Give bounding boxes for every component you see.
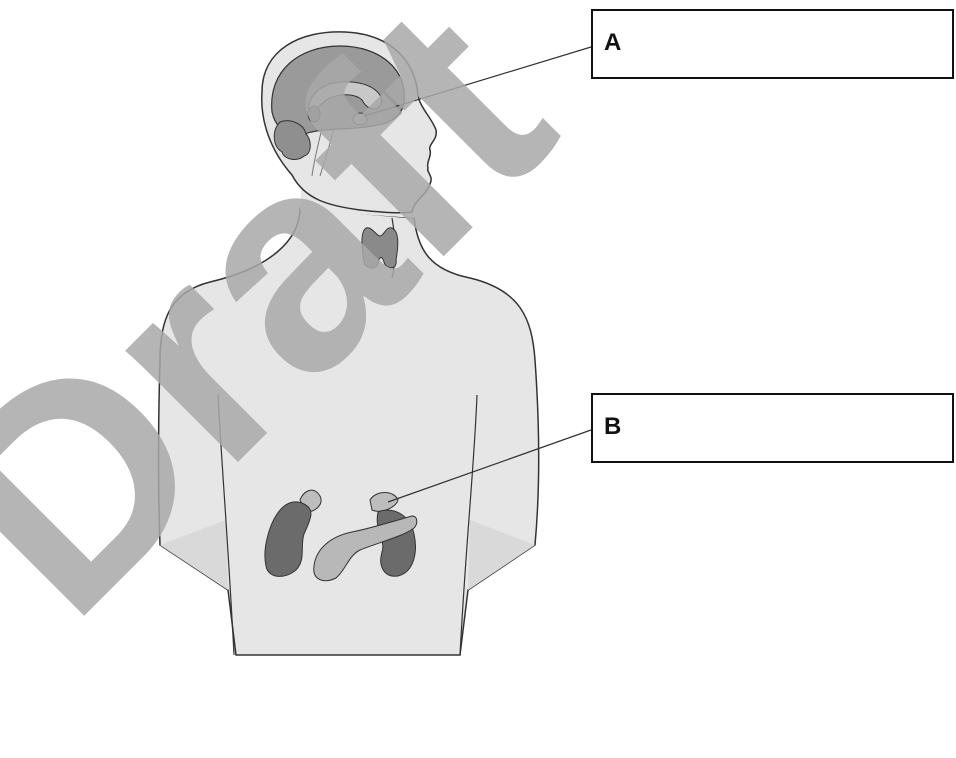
label-box-a[interactable]: A — [591, 9, 954, 79]
label-letter-a: A — [604, 31, 621, 55]
label-letter-b: B — [604, 415, 621, 439]
label-box-b[interactable]: B — [591, 393, 954, 463]
